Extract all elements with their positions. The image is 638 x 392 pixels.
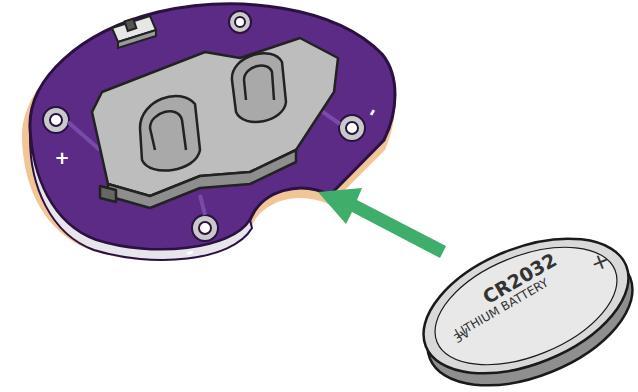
slide-switch: [112, 16, 156, 48]
coin-cell: [404, 212, 638, 392]
insert-arrow: [318, 188, 446, 258]
sew-tabs: [43, 11, 365, 241]
battery-holder: [92, 38, 338, 208]
polarity-mark: +: [54, 149, 69, 167]
